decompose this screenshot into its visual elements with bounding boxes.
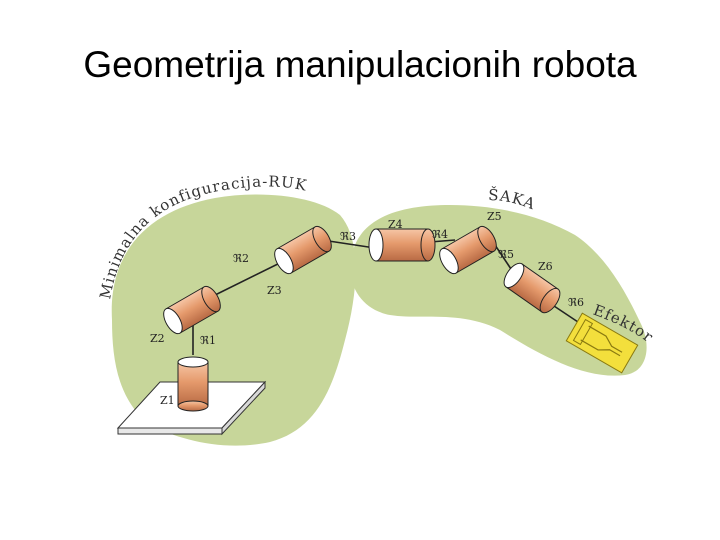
joint-cylinder-6 (503, 262, 561, 314)
joint-label-r3: ℜ3 (340, 230, 356, 243)
joint-label-r1: ℜ1 (200, 334, 216, 347)
base-plate-edge (117, 427, 223, 435)
joint-cylinder-3 (274, 225, 332, 275)
joint-label-r6: ℜ6 (568, 296, 584, 309)
joint-cylinder-5 (439, 225, 497, 275)
joint-label-r4: ℜ4 (432, 228, 448, 241)
joint-label-r2: ℜ2 (233, 252, 249, 265)
axis-label-z6: Z6 (538, 260, 553, 273)
axis-label-z2: Z2 (150, 332, 165, 345)
axis-label-z1: Z1 (160, 394, 175, 407)
axis-label-z3: Z3 (267, 284, 282, 297)
joint-cylinder-4 (368, 228, 436, 262)
joint-label-r5: ℜ5 (498, 248, 514, 261)
joint-cylinder-2 (163, 285, 221, 335)
end-effector-gripper (565, 312, 639, 374)
axis-label-z4: Z4 (388, 218, 403, 231)
axis-label-z5: Z5 (487, 210, 502, 223)
joint-cylinder-1 (177, 356, 209, 412)
slide-title: Geometrija manipulacionih robota (83, 44, 637, 85)
